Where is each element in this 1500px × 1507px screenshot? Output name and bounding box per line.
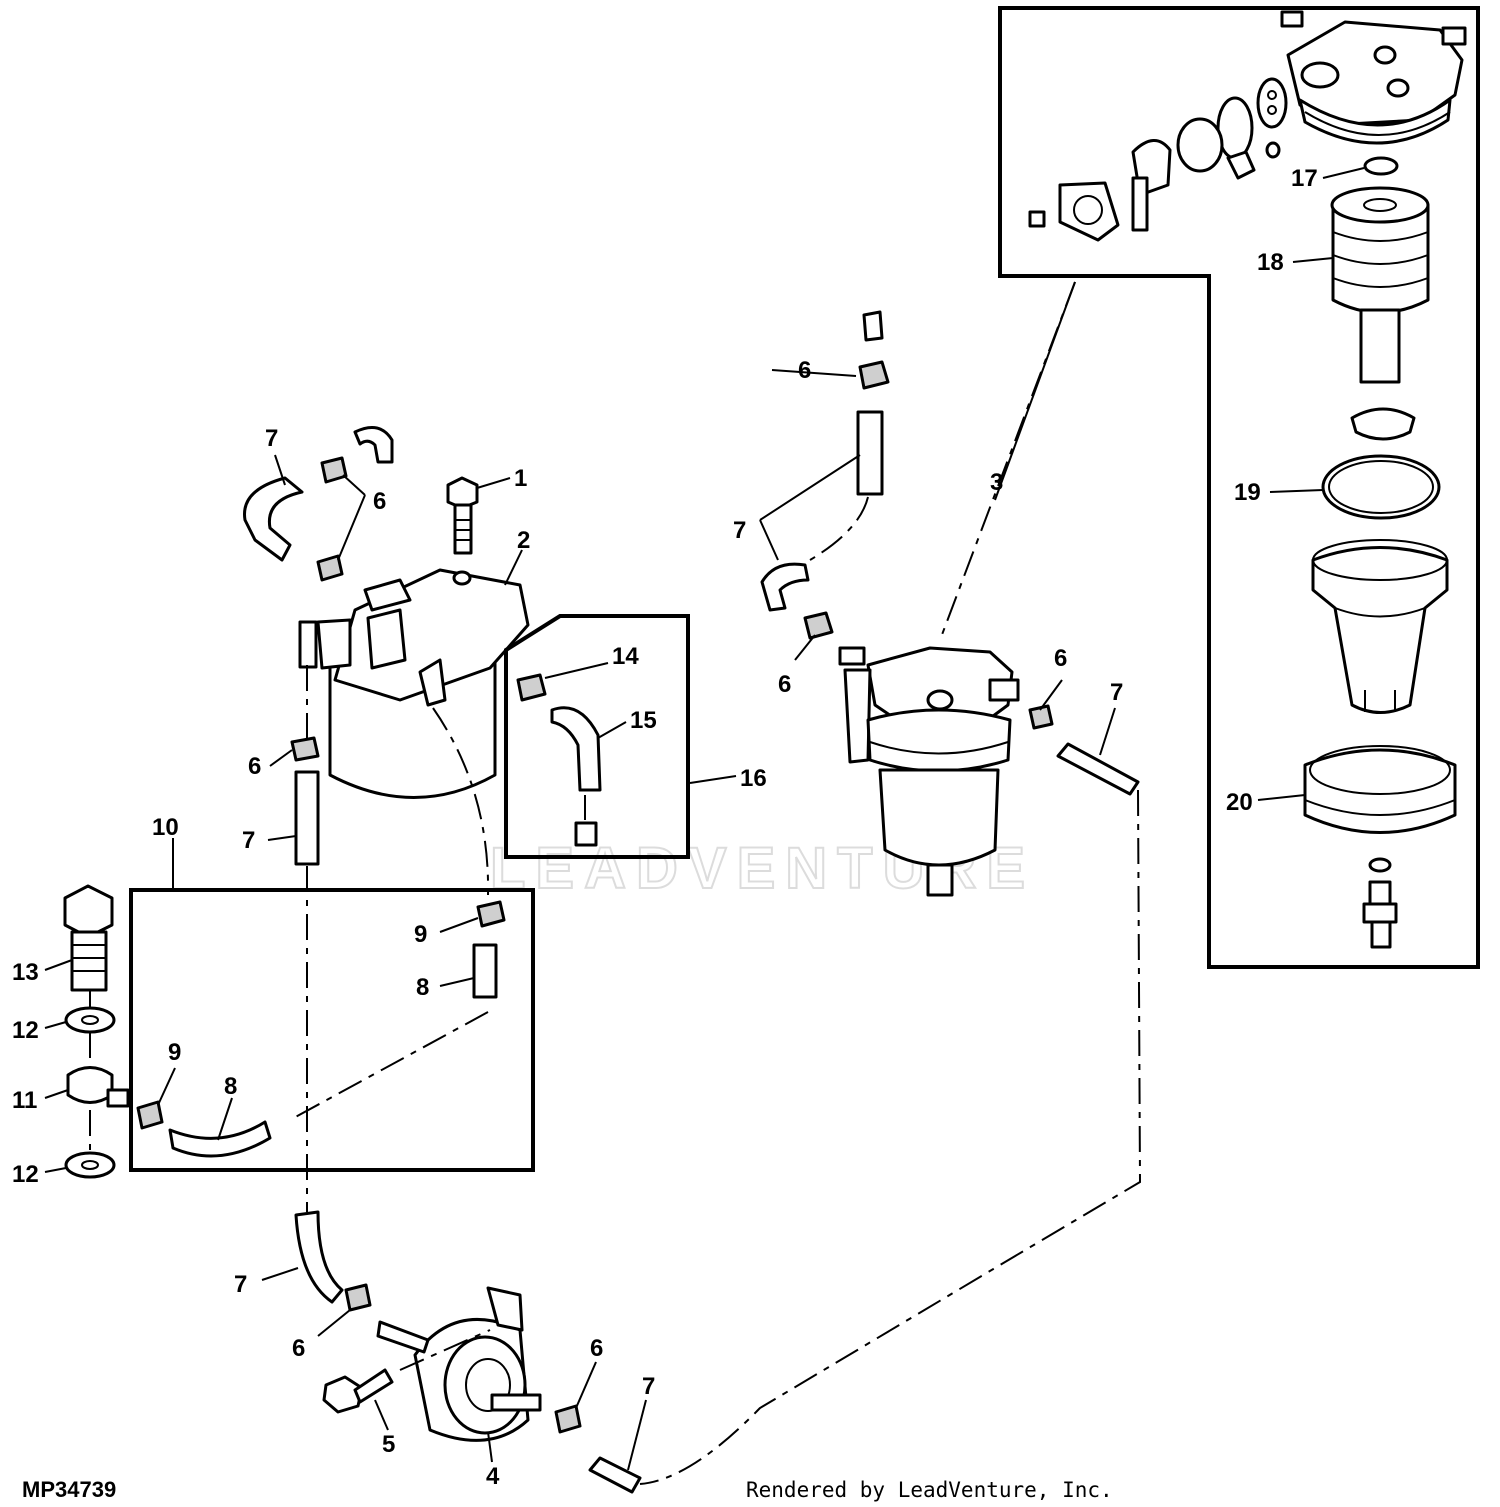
seal-ring [1350, 407, 1416, 441]
hose-end-fitting [862, 310, 884, 342]
callout-9-upper: 9 [414, 921, 427, 948]
callout-5: 5 [382, 1431, 395, 1458]
o-ring-17 [1363, 156, 1399, 176]
callout-7-bottom-left: 7 [234, 1271, 247, 1298]
callout-20: 20 [1226, 789, 1253, 816]
clamp-icons [136, 360, 1054, 1434]
callout-6-left: 6 [248, 753, 261, 780]
callout-10: 10 [152, 814, 179, 841]
filter-head-assembly [1280, 10, 1467, 145]
callout-7-left: 7 [242, 827, 255, 854]
callout-7-upper-left: 7 [265, 425, 278, 452]
callout-9-lower: 9 [168, 1039, 181, 1066]
kit-box-10 [129, 888, 535, 1172]
callout-11: 11 [12, 1087, 37, 1114]
drain-plug [1362, 880, 1398, 949]
callout-19: 19 [1234, 479, 1261, 506]
filter-element-18 [1330, 186, 1430, 384]
callout-6-right: 6 [1054, 645, 1067, 672]
callout-6-bottom-right: 6 [590, 1335, 603, 1362]
banjo-fitting-parts [63, 884, 130, 1179]
hose-pieces [168, 410, 1140, 1494]
callout-17: 17 [1291, 165, 1318, 192]
callout-14: 14 [612, 643, 639, 670]
o-ring-19 [1321, 454, 1441, 520]
callout-16: 16 [740, 765, 767, 792]
callout-15: 15 [630, 707, 657, 734]
callout-3: 3 [990, 469, 1003, 496]
callout-18: 18 [1257, 249, 1284, 276]
fuel-filter-bowl-2 [298, 568, 530, 799]
filter-bowl [1311, 539, 1449, 714]
callout-1: 1 [514, 465, 527, 492]
leader-lines [44, 167, 1365, 1471]
callout-13: 13 [12, 959, 39, 986]
render-credit: Rendered by LeadVenture, Inc. [746, 1478, 1113, 1502]
fuel-pump-4 [376, 1286, 542, 1442]
callout-7-center: 7 [733, 517, 746, 544]
bolt-1 [446, 476, 479, 555]
callout-7-right: 7 [1110, 679, 1123, 706]
callout-labels: 1 2 3 4 5 6 6 6 6 6 6 6 7 7 7 7 7 7 8 8 … [12, 165, 1318, 1490]
callout-7-bottom-right: 7 [642, 1373, 655, 1400]
kit-box-16 [504, 614, 690, 859]
callout-8-lower: 8 [224, 1073, 237, 1100]
callout-6-upper-left: 6 [373, 488, 386, 515]
fuel-filter-assembly-3 [838, 646, 1020, 897]
callout-6-top-center: 6 [798, 357, 811, 384]
callout-8-upper: 8 [416, 974, 429, 1001]
callout-2: 2 [517, 527, 530, 554]
callout-12-upper: 12 [12, 1017, 39, 1044]
detail-inset-box [998, 6, 1480, 969]
bolt-5 [322, 1368, 394, 1414]
callout-12-lower: 12 [12, 1161, 39, 1188]
retaining-ring-20 [1303, 745, 1457, 834]
figure-id: MP34739 [22, 1477, 116, 1502]
callout-6-center: 6 [778, 671, 791, 698]
callout-6-bottom-left: 6 [292, 1335, 305, 1362]
callout-4: 4 [486, 1463, 500, 1490]
inset-seal-parts [1028, 77, 1288, 242]
hose-7-upper-left [243, 426, 394, 562]
drain-seal [1368, 857, 1392, 873]
